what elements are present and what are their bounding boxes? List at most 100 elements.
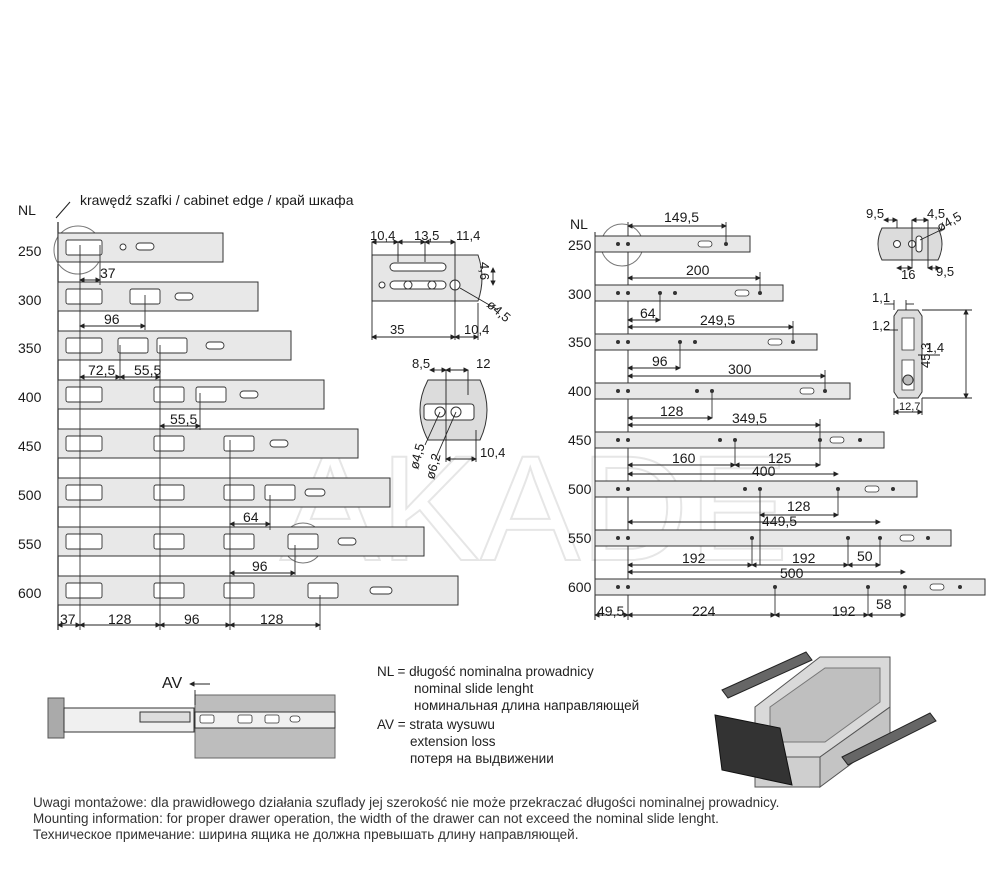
drawer-front-panel bbox=[714, 714, 793, 786]
dim-64: 64 bbox=[243, 509, 259, 525]
legend-av-line3: потеря на выдвижении bbox=[410, 751, 554, 766]
right-nl-500: 500 bbox=[568, 481, 592, 497]
left-slide-diagram: NL krawędź szafki / cabinet edge / край … bbox=[18, 192, 459, 630]
profile-dim-1-4: 1,4 bbox=[926, 340, 944, 355]
left-nl-400: 400 bbox=[18, 389, 42, 405]
rdim-449-5: 449,5 bbox=[762, 513, 797, 529]
rdim-125: 125 bbox=[768, 450, 792, 466]
front-dim-13-5: 13,5 bbox=[414, 228, 439, 243]
cabinet-edge-label: krawędź szafki / cabinet edge / край шка… bbox=[80, 192, 354, 208]
right-nl-350: 350 bbox=[568, 334, 592, 350]
right-slide-450 bbox=[594, 431, 885, 449]
round-dim-phi-6-2: ø6,2 bbox=[422, 452, 443, 481]
round-dim-8-5: 8,5 bbox=[412, 356, 430, 371]
front-dim-4-6: 4,6 bbox=[477, 262, 492, 280]
dim-128-a: 128 bbox=[108, 611, 132, 627]
legend-nl-line2: nominal slide lenght bbox=[414, 681, 534, 696]
legend-av: AV = strata wysuwu extension loss потеря… bbox=[377, 716, 554, 767]
left-nl-500: 500 bbox=[18, 487, 42, 503]
rdim-400: 400 bbox=[752, 463, 776, 479]
rdim-349-5: 349,5 bbox=[732, 410, 767, 426]
front-dim-10-4-bottom: 10,4 bbox=[464, 322, 489, 337]
left-slide-450 bbox=[57, 428, 359, 459]
front-dim-35: 35 bbox=[390, 322, 404, 337]
rdim-64: 64 bbox=[640, 305, 656, 321]
dim-96-bottom: 96 bbox=[184, 611, 200, 627]
rdim-500: 500 bbox=[780, 565, 804, 581]
right-slide-600 bbox=[594, 578, 986, 596]
right-slide-250 bbox=[594, 235, 751, 253]
av-cabinet-side bbox=[47, 697, 65, 739]
tr-dim-16: 16 bbox=[901, 267, 915, 282]
legend-av-line2: extension loss bbox=[410, 734, 496, 749]
profile-dim-45-3: 45,3 bbox=[918, 343, 933, 368]
left-slide-600 bbox=[57, 575, 459, 606]
round-dim-phi-4-5: ø4,5 bbox=[406, 442, 427, 471]
right-nl-header: NL bbox=[570, 216, 588, 232]
rdim-50: 50 bbox=[857, 548, 873, 564]
right-nl-250: 250 bbox=[568, 237, 592, 253]
right-slide-diagram: NL 250 300 350 400 450 500 550 600 bbox=[568, 209, 986, 620]
slide-rail-right bbox=[841, 712, 937, 766]
av-label: AV bbox=[162, 675, 182, 692]
dim-128-b: 128 bbox=[260, 611, 284, 627]
profile-dim-1-2: 1,2 bbox=[872, 318, 890, 333]
right-nl-400: 400 bbox=[568, 383, 592, 399]
right-nl-450: 450 bbox=[568, 432, 592, 448]
right-slide-400 bbox=[594, 382, 851, 400]
right-nl-550: 550 bbox=[568, 530, 592, 546]
rdim-128-b: 128 bbox=[787, 498, 811, 514]
profile-dim-1-1: 1,1 bbox=[872, 290, 890, 305]
rdim-58: 58 bbox=[876, 596, 892, 612]
note-english: Mounting information: for proper drawer … bbox=[33, 811, 719, 826]
left-nl-250: 250 bbox=[18, 243, 42, 259]
legend-nl-line3: номинальная длина направляющей bbox=[414, 698, 640, 713]
dim-37-top: 37 bbox=[100, 265, 116, 281]
rdim-300: 300 bbox=[728, 361, 752, 377]
tr-dim-4-5: 4,5 bbox=[927, 206, 945, 221]
left-nl-300: 300 bbox=[18, 292, 42, 308]
legend-nl: NL = długość nominalna prowadnicy nomina… bbox=[377, 663, 639, 714]
left-nl-600: 600 bbox=[18, 585, 42, 601]
round-dim-10-4: 10,4 bbox=[480, 445, 505, 460]
detail-round-mount: 8,5 12 ø4,5 ø6,2 10,4 bbox=[406, 356, 505, 481]
note-polish: Uwagi montażowe: dla prawidłowego działa… bbox=[33, 795, 780, 810]
right-slide-550 bbox=[594, 529, 952, 547]
detail-profile: 1,1 1,2 1,4 45,3 12,7 bbox=[872, 290, 972, 415]
edge-pointer bbox=[55, 201, 71, 219]
av-detail: AV bbox=[47, 675, 336, 759]
rdim-96: 96 bbox=[652, 353, 668, 369]
rdim-249-5: 249,5 bbox=[700, 312, 735, 328]
left-nl-header: NL bbox=[18, 202, 36, 218]
detail-top-right: 9,5 4,5 ø4,5 16 9,5 bbox=[866, 206, 964, 282]
mounting-notes: Uwagi montażowe: dla prawidłowego działa… bbox=[33, 795, 779, 843]
right-nl-600: 600 bbox=[568, 579, 592, 595]
rdim-128-a: 128 bbox=[660, 403, 684, 419]
rdim-160: 160 bbox=[672, 450, 696, 466]
rdim-49-5: 49,5 bbox=[597, 603, 624, 619]
dim-55-5-a: 55,5 bbox=[134, 362, 161, 378]
rdim-224: 224 bbox=[692, 603, 716, 619]
right-slide-350 bbox=[594, 333, 818, 351]
legend-av-line1: AV = strata wysuwu bbox=[377, 717, 495, 732]
detail-front-mount: 10,4 13,5 11,4 4,6 ø4,5 35 10,4 bbox=[370, 228, 514, 340]
rdim-192-c: 192 bbox=[832, 603, 856, 619]
right-nl-300: 300 bbox=[568, 286, 592, 302]
legend-nl-line1: NL = długość nominalna prowadnicy bbox=[377, 664, 594, 679]
rdim-200: 200 bbox=[686, 262, 710, 278]
front-dim-11-4: 11,4 bbox=[456, 228, 480, 243]
dim-96-b: 96 bbox=[252, 558, 268, 574]
dim-96-a: 96 bbox=[104, 311, 120, 327]
right-slide-500 bbox=[594, 480, 918, 498]
right-slide-300 bbox=[594, 284, 784, 302]
dim-72-5: 72,5 bbox=[88, 362, 115, 378]
slide-rail-left bbox=[721, 651, 813, 699]
note-russian: Техническое примечание: ширина ящика не … bbox=[33, 827, 579, 842]
left-nl-550: 550 bbox=[18, 536, 42, 552]
left-nl-450: 450 bbox=[18, 438, 42, 454]
round-dim-12: 12 bbox=[476, 356, 490, 371]
dim-37-bottom: 37 bbox=[60, 611, 76, 627]
drawer-illustration bbox=[714, 651, 937, 788]
rdim-149-5: 149,5 bbox=[664, 209, 699, 225]
